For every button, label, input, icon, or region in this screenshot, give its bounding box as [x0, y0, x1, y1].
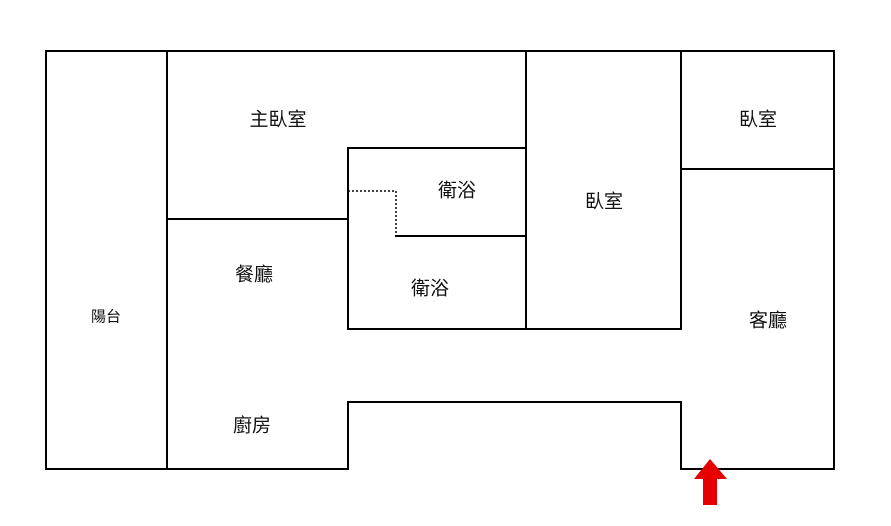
up-arrow-icon: [694, 459, 727, 505]
room-label-kitchen: 廚房: [232, 414, 272, 437]
dotted-partition: [348, 190, 397, 236]
room-label-dining: 餐廳: [234, 263, 274, 286]
room-label-bedroom-right: 臥室: [738, 108, 778, 131]
room-label-bathroom-upper: 衛浴: [437, 179, 477, 202]
room-label-living: 客廳: [748, 309, 788, 332]
room-label-bedroom-center: 臥室: [584, 190, 624, 213]
room-label-master-bedroom: 主臥室: [249, 108, 307, 131]
room-label-balcony: 陽台: [90, 307, 122, 326]
room-label-bathroom-lower: 衛浴: [410, 277, 450, 300]
walls: [45, 50, 835, 470]
